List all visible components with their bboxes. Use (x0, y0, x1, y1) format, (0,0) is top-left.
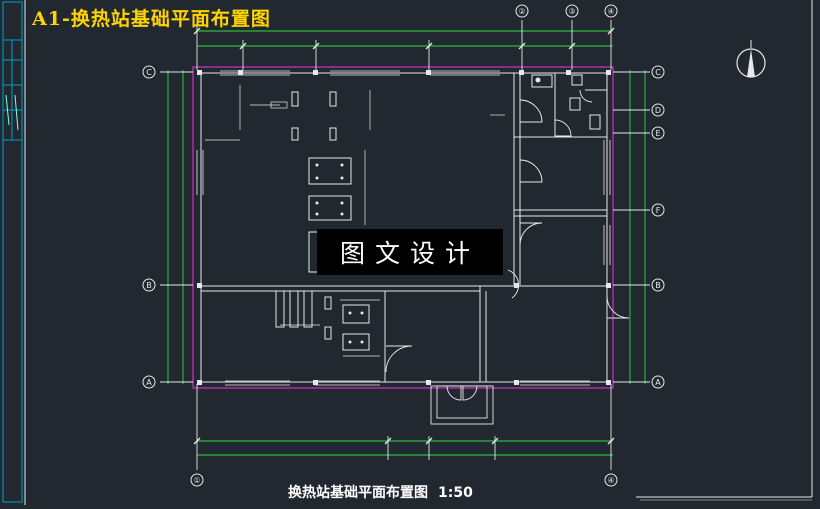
drawing-title-banner: A1-换热站基础平面布置图 (32, 8, 271, 30)
building-outline (192, 66, 614, 389)
watermark-label: 图文设计 (317, 229, 503, 275)
axis-label-right-f: F (656, 206, 661, 215)
axis-label-left-b: B (146, 281, 152, 290)
axis-label-top-4: ④ (607, 7, 614, 16)
drawing-caption: 换热站基础平面布置图 1:50 (288, 482, 473, 502)
caption-scale: 1:50 (438, 485, 473, 501)
axis-bubbles (142, 4, 665, 487)
title-block-strip (0, 0, 24, 505)
axis-label-right-c: C (655, 68, 661, 77)
axis-label-right-d: D (655, 106, 661, 115)
axis-label-right-e: E (655, 129, 660, 138)
north-arrow-icon (736, 40, 766, 78)
axis-label-right-a: A (655, 378, 661, 387)
dimension-lines (167, 30, 646, 456)
axis-label-top-3: ③ (568, 7, 575, 16)
axis-label-bottom-4: ④ (607, 476, 614, 485)
interior-walls (200, 72, 608, 383)
axis-label-right-b: B (655, 281, 661, 290)
axis-label-top-2: ② (518, 7, 525, 16)
axis-label-left-a: A (146, 378, 152, 387)
axis-label-left-c: C (146, 68, 152, 77)
axis-label-bottom-1: ① (193, 476, 200, 485)
caption-text: 换热站基础平面布置图 (288, 485, 428, 501)
